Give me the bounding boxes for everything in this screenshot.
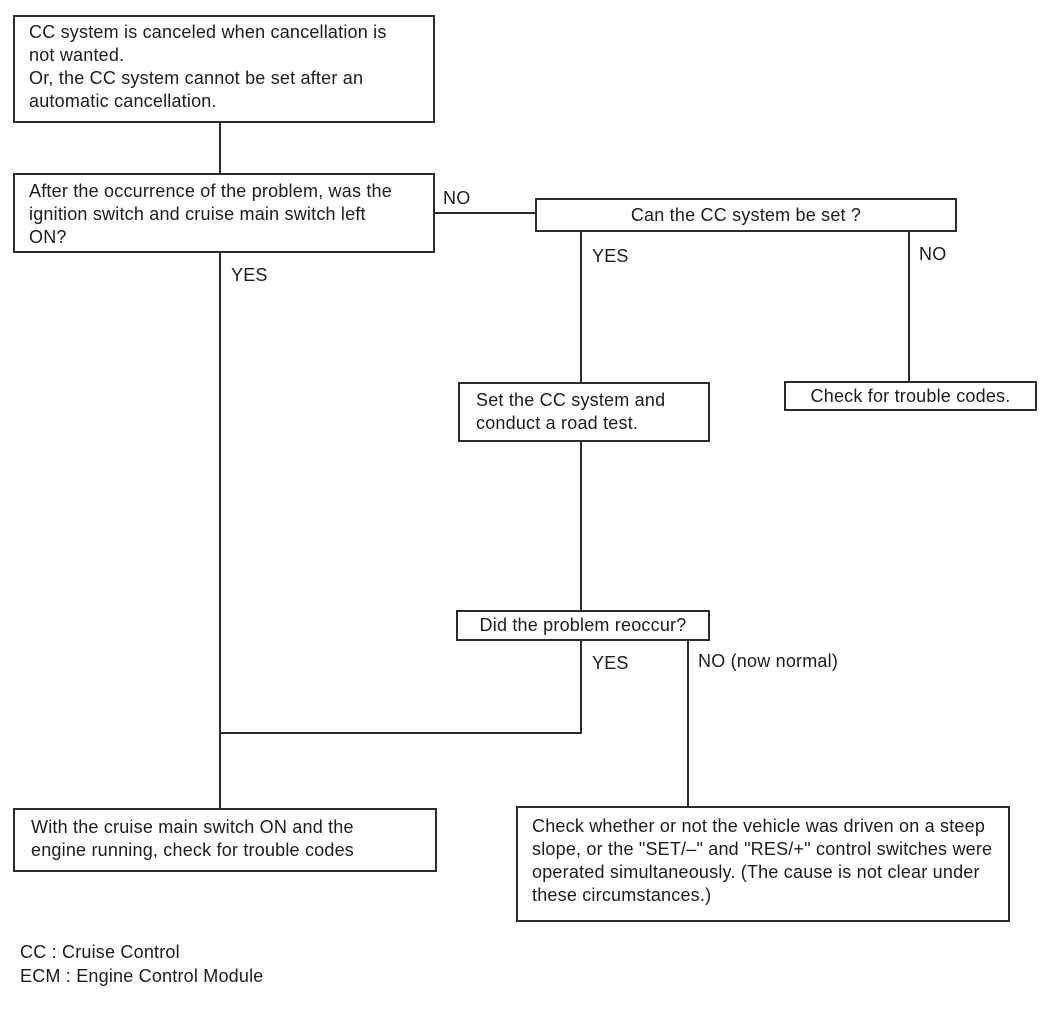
flow-box-can-set-question: Can the CC system be set ? bbox=[535, 198, 957, 232]
edge-label-ignition-yes: YES bbox=[231, 265, 268, 285]
connector-problem-to-ignition bbox=[219, 123, 221, 173]
connector-reoccur-yes-elbow bbox=[219, 732, 582, 734]
connector-canset-no-down bbox=[908, 230, 910, 381]
connector-reoccur-no-down bbox=[687, 641, 689, 806]
legend-ecm-definition: ECM : Engine Control Module bbox=[20, 966, 264, 986]
edge-label-reoccur-yes: YES bbox=[592, 653, 629, 673]
flow-box-main-switch-check: With the cruise main switch ON and the e… bbox=[13, 808, 437, 872]
connector-roadtest-to-reoccur bbox=[580, 442, 582, 610]
edge-label-canset-no: NO bbox=[919, 244, 947, 264]
flow-box-problem-statement: CC system is canceled when cancellation … bbox=[13, 15, 435, 123]
flow-box-reoccur-question: Did the problem reoccur? bbox=[456, 610, 710, 641]
edge-label-ignition-no: NO bbox=[443, 188, 471, 208]
flow-box-check-trouble-codes: Check for trouble codes. bbox=[784, 381, 1037, 411]
edge-label-reoccur-no: NO (now normal) bbox=[698, 651, 839, 671]
connector-reoccur-yes-down bbox=[580, 641, 582, 734]
flow-box-steep-slope-check: Check whether or not the vehicle was dri… bbox=[516, 806, 1010, 922]
connector-canset-yes-down bbox=[580, 230, 582, 382]
flow-box-ignition-question: After the occurrence of the problem, was… bbox=[13, 173, 435, 253]
connector-ignition-no-right bbox=[433, 212, 537, 214]
legend-cc-definition: CC : Cruise Control bbox=[20, 942, 180, 962]
edge-label-canset-yes: YES bbox=[592, 246, 629, 266]
flow-box-road-test: Set the CC system and conduct a road tes… bbox=[458, 382, 710, 442]
connector-ignition-yes-down bbox=[219, 253, 221, 808]
